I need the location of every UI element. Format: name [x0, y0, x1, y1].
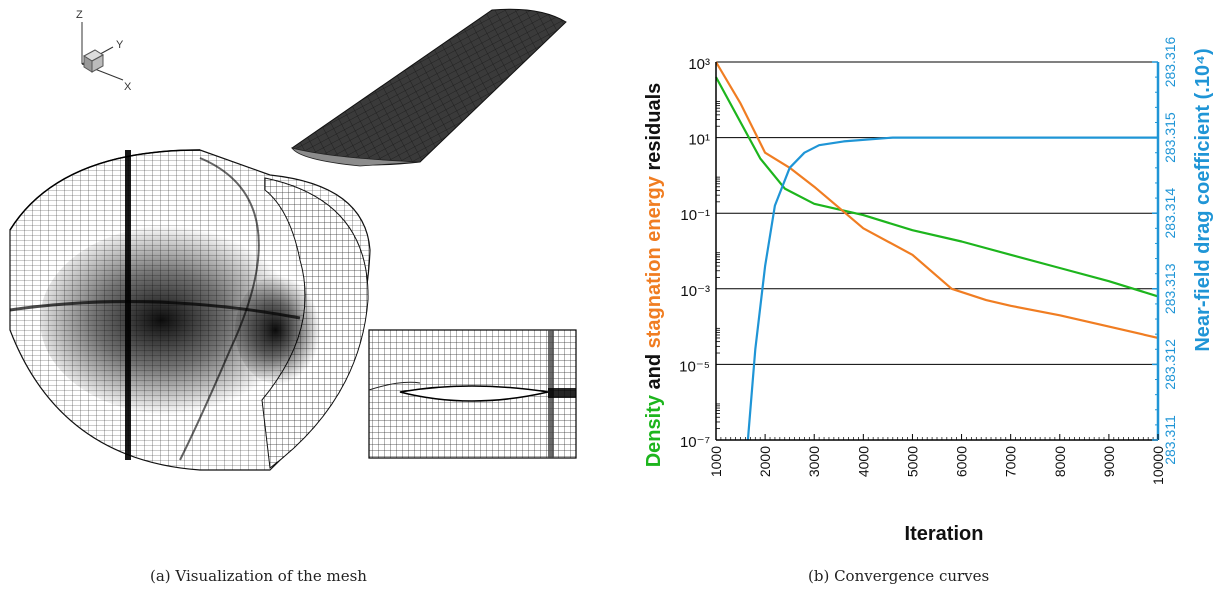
x-tick-label: 1000 [708, 446, 724, 477]
y-left-tick-label: 10⁻¹ [680, 207, 710, 224]
y-axis-left-label-part: stagnation energy [643, 175, 665, 348]
mesh-figure: Z Y X [9, 8, 577, 471]
figure-caption-a: (a) Visualization of the mesh [150, 567, 367, 585]
axis-y-label: Y [116, 39, 124, 51]
series-line-2 [746, 136, 1158, 441]
y-left-tick-label: 10⁻⁵ [679, 358, 710, 375]
airfoil-inset [368, 329, 577, 459]
series-line-0 [715, 76, 1159, 298]
y-right-tick-label: 283.315 [1162, 112, 1178, 163]
y-right-tick-label: 283.312 [1162, 339, 1178, 390]
y-left-tick-label: 10³ [688, 56, 710, 73]
x-tick-label: 8000 [1052, 446, 1068, 477]
y-axis-left-label-part: residuals [643, 83, 665, 176]
y-axis-left-label-part: and [643, 348, 665, 395]
axis-z-label: Z [76, 9, 83, 21]
series-line-1 [715, 61, 1159, 339]
y-axis-right-label: Near-field drag coefficient (.10⁴) [1192, 48, 1214, 351]
x-tick-label: 9000 [1101, 446, 1117, 477]
x-axis-label: Iteration [905, 523, 984, 540]
x-tick-label: 2000 [757, 446, 773, 477]
domain-mesh [9, 149, 371, 471]
y-right-tick-label: 283.316 [1162, 36, 1178, 87]
y-right-tick-label: 283.311 [1162, 415, 1178, 465]
y-left-tick-label: 10¹ [688, 132, 710, 149]
axes-triad: Z Y X [76, 9, 132, 93]
x-tick-label: 4000 [855, 446, 871, 477]
y-right-tick-label: 283.313 [1162, 263, 1178, 314]
x-tick-label: 6000 [954, 446, 970, 477]
y-axis-left-label-part: Density [643, 394, 665, 467]
y-axis-left-label: Density and stagnation energy residuals [643, 83, 665, 468]
wing-mesh [291, 8, 567, 167]
x-tick-label: 5000 [904, 446, 920, 477]
x-tick-label: 7000 [1003, 446, 1019, 477]
y-right-tick-label: 283.314 [1162, 188, 1178, 239]
x-tick-label: 10000 [1150, 446, 1166, 485]
mesh-visualization-panel: Z Y X (a) Visualization o [0, 0, 600, 585]
y-left-tick-label: 10⁻⁷ [680, 434, 710, 451]
figure-caption-b: (b) Convergence curves [808, 567, 990, 585]
axis-x-label: X [124, 81, 132, 93]
x-tick-label: 3000 [806, 446, 822, 477]
y-left-tick-label: 10⁻³ [680, 283, 710, 300]
